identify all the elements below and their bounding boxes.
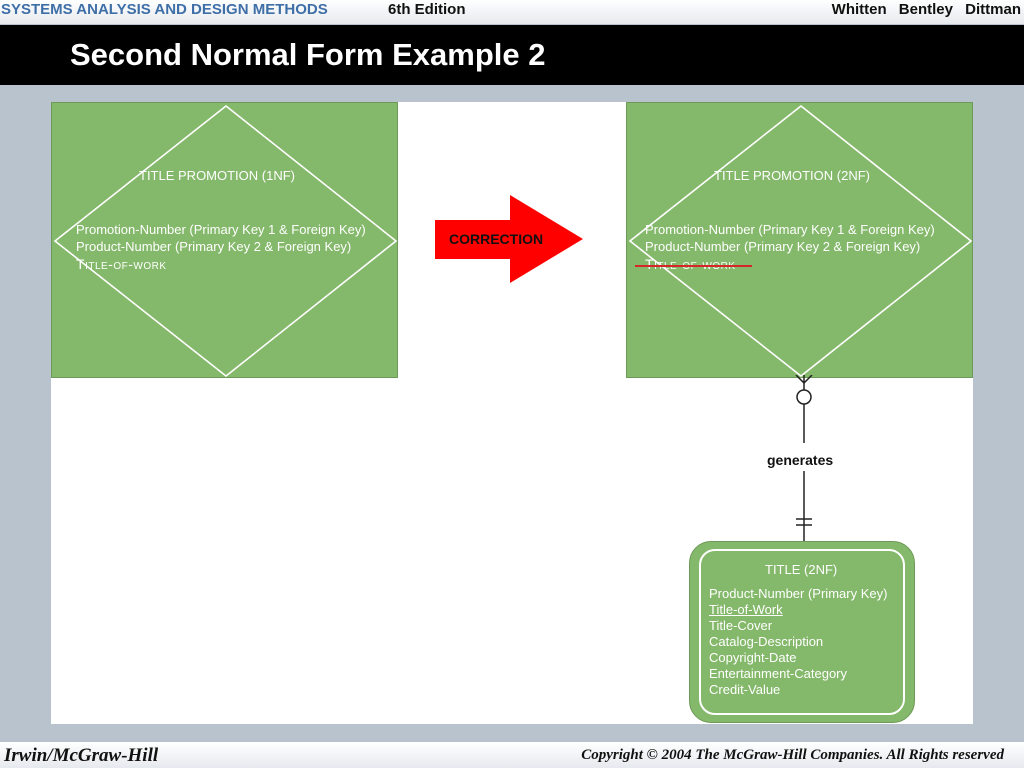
left-entity-title: TITLE PROMOTION (1NF) [139, 168, 295, 183]
right-entity-attr-title-of-work: Title-of-Work [645, 256, 736, 272]
relationship-label: generates [767, 452, 834, 468]
relationship-connector [795, 375, 813, 541]
edition-label: 6th Edition [388, 1, 466, 18]
associative-diamond-shape [628, 104, 972, 377]
authors-label: Whitten Bentley Dittman [831, 1, 1021, 18]
left-entity-attr-product-number: Product-Number (Primary Key 2 & Foreign … [76, 239, 352, 254]
correction-label: CORRECTION [449, 231, 544, 247]
copyright-notice: Copyright © 2004 The McGraw-Hill Compani… [581, 747, 1004, 763]
right-entity-attr-promotion-number: Promotion-Number (Primary Key 1 & Foreig… [645, 222, 935, 237]
title-entity-inner-border [699, 549, 905, 715]
right-entity-attr-product-number: Product-Number (Primary Key 2 & Foreign … [645, 239, 921, 254]
arrow-right-icon [435, 195, 583, 283]
book-title: SYSTEMS ANALYSIS AND DESIGN METHODS [1, 1, 328, 18]
zero-optional-circle [796, 389, 812, 405]
title-entity-attr: Title-Cover [709, 618, 773, 633]
title-entity-attr: Catalog-Description [709, 634, 824, 649]
title-entity-attr: Title-of-Work [709, 602, 783, 617]
footer-bar: Irwin/McGraw-Hill Copyright © 2004 The M… [0, 742, 1024, 768]
publisher-label: Irwin/McGraw-Hill [4, 745, 159, 766]
left-entity-attr-title-of-work: Title-of-Work [76, 256, 167, 272]
crows-foot-right [803, 375, 813, 384]
title-entity-attr: Copyright-Date [709, 650, 797, 665]
title-entity-attributes: Product-Number (Primary Key) Title-of-Wo… [709, 586, 887, 698]
associative-diamond-shape [53, 104, 397, 377]
slide-title: Second Normal Form Example 2 [70, 37, 546, 72]
title-promotion-1nf-entity [51, 102, 398, 378]
right-entity-title: TITLE PROMOTION (2NF) [714, 168, 870, 183]
title-promotion-2nf-entity [626, 102, 973, 378]
left-entity-attr-promotion-number: Promotion-Number (Primary Key 1 & Foreig… [76, 222, 366, 237]
title-entity-title: TITLE (2NF) [765, 562, 838, 577]
title-bar: Second Normal Form Example 2 [0, 25, 1024, 85]
title-entity-attr: Credit-Value [709, 682, 781, 697]
title-entity-attr: Entertainment-Category [709, 666, 848, 681]
header-bar: SYSTEMS ANALYSIS AND DESIGN METHODS 6th … [0, 0, 1024, 24]
crows-foot-left [795, 375, 805, 384]
title-2nf-entity [689, 541, 915, 723]
strikethrough-mark [635, 265, 752, 267]
correction-arrow: CORRECTION [434, 195, 584, 285]
title-entity-attr: Product-Number (Primary Key) [709, 586, 888, 601]
